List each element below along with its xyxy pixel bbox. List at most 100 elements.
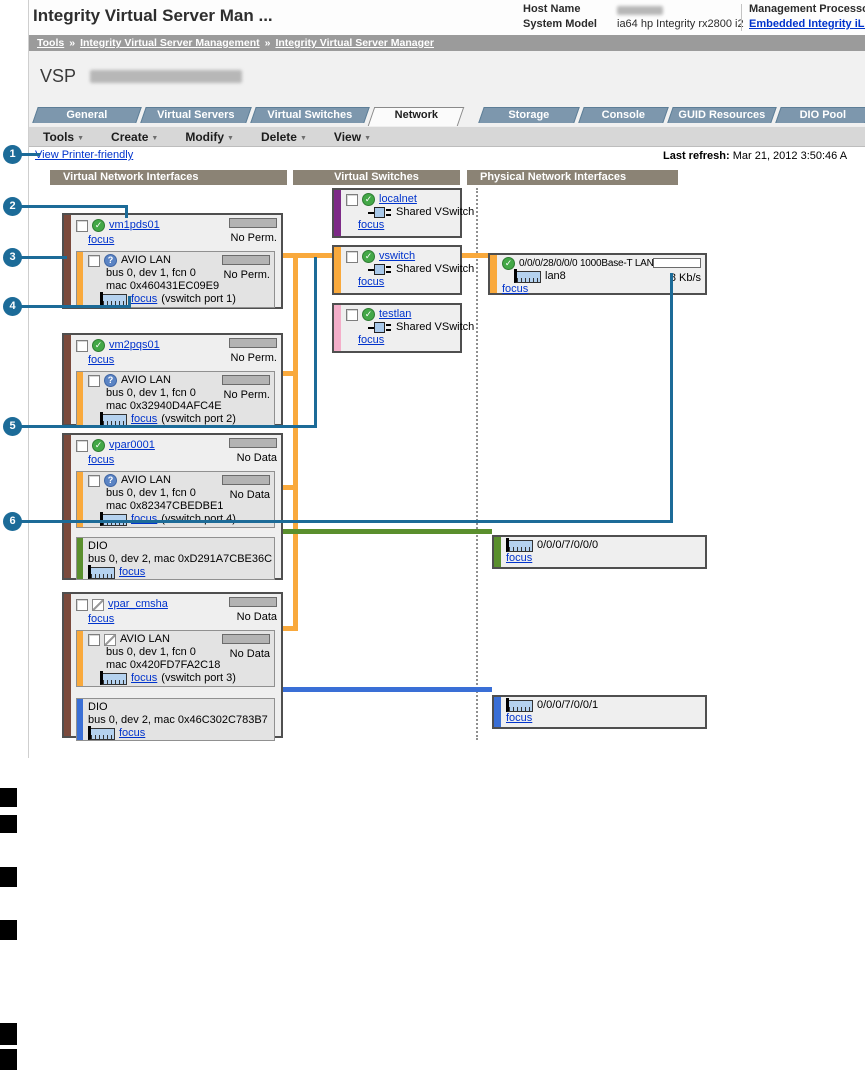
nic-icon bbox=[506, 537, 533, 552]
focus-link[interactable]: focus bbox=[502, 283, 529, 295]
redacted-block bbox=[0, 1049, 17, 1070]
menu-delete[interactable]: Delete▼ bbox=[260, 129, 307, 144]
vswitch-name-link[interactable]: localnet bbox=[379, 193, 417, 205]
utilization-status: No Perm. bbox=[230, 232, 277, 244]
vm-checkbox[interactable] bbox=[76, 339, 88, 352]
utilization-status: No Data bbox=[236, 452, 277, 464]
physical-nic-accent bbox=[494, 697, 501, 727]
focus-link[interactable]: focus bbox=[506, 552, 533, 564]
menu-create[interactable]: Create▼ bbox=[111, 129, 159, 144]
vm-name-link[interactable]: vm2pqs01 bbox=[109, 339, 160, 351]
tab-storage[interactable]: Storage bbox=[478, 107, 580, 123]
avio-lan-block: No Perm. ? AVIO LAN bus 0, dev 1, fcn 0 … bbox=[76, 371, 275, 428]
nic-checkbox[interactable] bbox=[88, 374, 100, 387]
menu-modify[interactable]: Modify▼ bbox=[185, 129, 234, 144]
physical-nic-card-green: 0/0/0/7/0/0/0 focus bbox=[492, 535, 707, 569]
view-printer-friendly-link[interactable]: View Printer-friendly bbox=[35, 149, 134, 161]
vswitch-card-localnet: ✓ localnet Shared VSwitch focus bbox=[332, 188, 474, 238]
focus-link[interactable]: focus bbox=[88, 234, 115, 246]
system-model-label: System Model bbox=[523, 18, 597, 30]
system-model-value: ia64 hp Integrity rx2800 i2 bbox=[617, 18, 744, 30]
tab-network[interactable]: Network bbox=[367, 107, 465, 126]
vm-checkbox[interactable] bbox=[76, 439, 88, 452]
vsp-title: VSP bbox=[40, 66, 76, 87]
focus-link[interactable]: focus bbox=[358, 276, 385, 288]
nic-checkbox[interactable] bbox=[88, 254, 100, 267]
tab-virtual-servers[interactable]: Virtual Servers bbox=[140, 107, 252, 123]
status-unknown-icon: ? bbox=[104, 254, 117, 267]
utilization-bar bbox=[222, 375, 270, 385]
focus-link[interactable]: focus bbox=[88, 613, 115, 625]
vswitch-connector-vpar0001 bbox=[283, 485, 293, 490]
dio-connector-green bbox=[283, 529, 492, 534]
vswitch-checkbox[interactable] bbox=[346, 308, 358, 321]
focus-link[interactable]: focus bbox=[131, 413, 158, 425]
breadcrumb-separator: » bbox=[69, 37, 76, 49]
focus-link[interactable]: focus bbox=[119, 566, 146, 578]
callout-4-line bbox=[21, 305, 131, 308]
nic-bus: bus 0, dev 1, fcn 0 bbox=[106, 387, 196, 399]
vswitch-icon bbox=[368, 206, 392, 219]
menu-view[interactable]: View▼ bbox=[333, 129, 371, 144]
status-ok-icon: ✓ bbox=[502, 257, 515, 270]
focus-link[interactable]: focus bbox=[506, 712, 533, 724]
tab-console[interactable]: Console bbox=[578, 107, 669, 123]
vswitch-name-link[interactable]: testlan bbox=[379, 308, 412, 320]
nic-checkbox[interactable] bbox=[88, 474, 100, 487]
callout-4: 4 bbox=[3, 297, 22, 316]
utilization-meter: No Data bbox=[225, 438, 277, 464]
nic-checkbox[interactable] bbox=[88, 633, 100, 646]
utilization-status: No Data bbox=[236, 611, 277, 623]
focus-link[interactable]: focus bbox=[88, 354, 115, 366]
vm-checkbox[interactable] bbox=[76, 598, 88, 611]
tab-dio-pool[interactable]: DIO Pool bbox=[775, 107, 865, 123]
utilization-status: No Perm. bbox=[223, 389, 270, 401]
vm-checkbox[interactable] bbox=[76, 219, 88, 232]
status-ok-icon: ✓ bbox=[92, 439, 105, 452]
vm-name-link[interactable]: vpar_cmsha bbox=[108, 598, 168, 610]
vm-card-vm2pqs01: No Perm. ✓ vm2pqs01 focus No Perm. ? bbox=[62, 333, 283, 428]
utilization-bar bbox=[222, 255, 270, 265]
breadcrumb-ivsm-manager[interactable]: Integrity Virtual Server Manager bbox=[275, 37, 434, 49]
focus-link[interactable]: focus bbox=[131, 672, 158, 684]
nic-type: AVIO LAN bbox=[121, 254, 171, 266]
physical-nic-path: 0/0/0/7/0/0/0 bbox=[537, 539, 599, 551]
utilization-meter: 8 Kb/s bbox=[649, 258, 701, 284]
breadcrumb-tools[interactable]: Tools bbox=[37, 37, 65, 49]
vswitch-checkbox[interactable] bbox=[346, 250, 358, 263]
management-processor-link[interactable]: Embedded Integrity iLO3 bbox=[749, 18, 865, 30]
callout-4-line bbox=[128, 296, 131, 308]
focus-link[interactable]: focus bbox=[131, 293, 158, 305]
focus-link[interactable]: focus bbox=[119, 727, 146, 739]
focus-link[interactable]: focus bbox=[88, 454, 115, 466]
avio-lan-block: No Data ? AVIO LAN bus 0, dev 1, fcn 0 m… bbox=[76, 471, 275, 528]
breadcrumb-ivsm-management[interactable]: Integrity Virtual Server Management bbox=[80, 37, 260, 49]
tab-virtual-switches[interactable]: Virtual Switches bbox=[250, 107, 370, 123]
redacted-block bbox=[0, 1023, 17, 1045]
dio-title: DIO bbox=[88, 701, 108, 713]
focus-link[interactable]: focus bbox=[358, 334, 385, 346]
utilization-bar bbox=[229, 438, 277, 448]
vm-name-link[interactable]: vm1pds01 bbox=[109, 219, 160, 231]
tab-general[interactable]: General bbox=[32, 107, 142, 123]
vswitch-connector-trunk bbox=[293, 253, 298, 631]
vm-name-link[interactable]: vpar0001 bbox=[109, 439, 155, 451]
nic-icon bbox=[88, 564, 115, 579]
menu-tools[interactable]: Tools▼ bbox=[43, 129, 85, 144]
focus-link[interactable]: focus bbox=[358, 219, 385, 231]
dropdown-caret-icon: ▼ bbox=[299, 134, 307, 142]
menu-bar: Tools▼ Create▼ Modify▼ Delete▼ View▼ bbox=[29, 126, 865, 147]
tab-guid-resources[interactable]: GUID Resources bbox=[667, 107, 777, 123]
last-refresh: Last refresh: Mar 21, 2012 3:50:46 A bbox=[663, 150, 848, 162]
nic-icon bbox=[100, 291, 127, 306]
nic-icon bbox=[100, 411, 127, 426]
vswitch-checkbox[interactable] bbox=[346, 193, 358, 206]
vswitch-name-link[interactable]: vswitch bbox=[379, 250, 416, 262]
utilization-status: No Data bbox=[229, 648, 270, 660]
nic-icon bbox=[88, 725, 115, 740]
utilization-meter: No Perm. bbox=[218, 255, 270, 281]
callout-2-line bbox=[125, 205, 128, 218]
utilization-meter: No Perm. bbox=[218, 375, 270, 401]
status-unknown-icon: ? bbox=[104, 474, 117, 487]
